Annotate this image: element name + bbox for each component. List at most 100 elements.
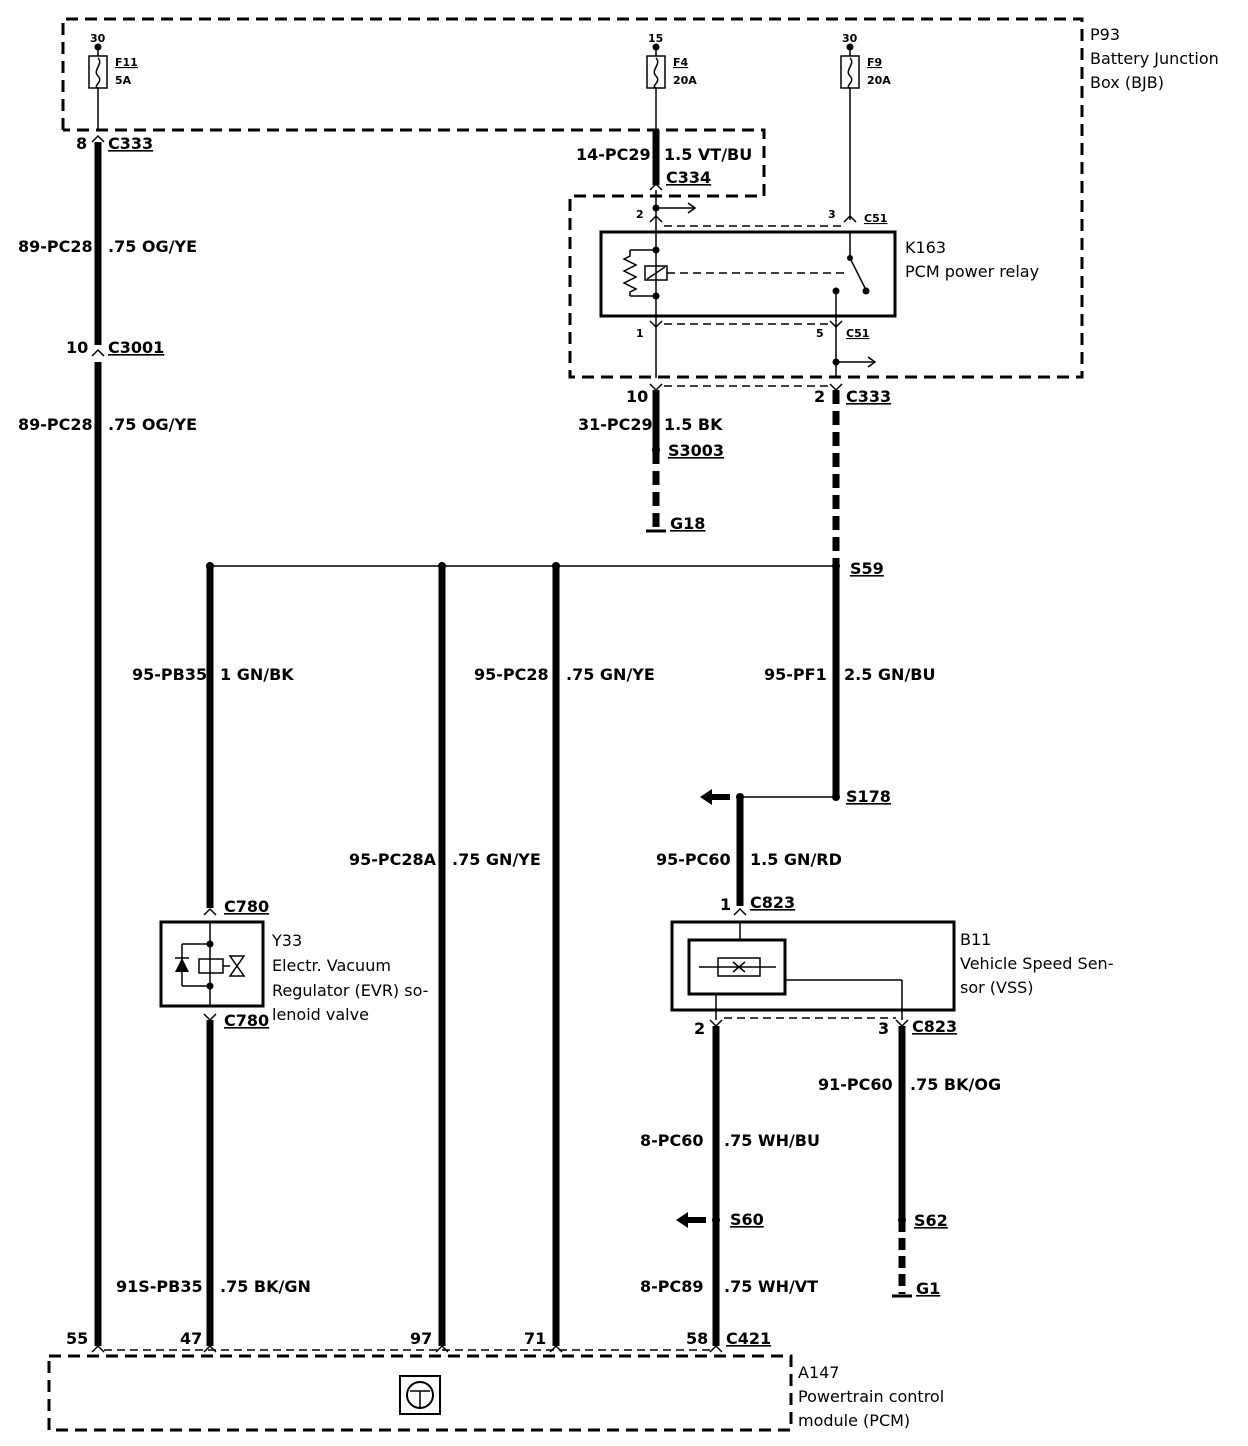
wire-91s-spec: .75 BK/GN — [220, 1277, 311, 1296]
c823-bot-label: C823 — [912, 1017, 957, 1036]
wire-95pf-spec: 2.5 GN/BU — [844, 665, 935, 684]
wire-89b-circuit: 89-PC28 — [18, 415, 93, 434]
relay-label: PCM power relay — [905, 262, 1039, 281]
wire-91s-circuit: 91S-PB35 — [116, 1277, 203, 1296]
relay-id: K163 — [905, 238, 946, 257]
pcm-id: A147 — [798, 1363, 839, 1382]
s178-arrow — [700, 789, 730, 805]
c421-pin-58: 58 — [686, 1329, 708, 1348]
c333-pin-8: 8 — [76, 134, 87, 153]
c421-pin-55: 55 — [66, 1329, 88, 1348]
c421-pin-97: 97 — [410, 1329, 432, 1348]
wire-8pc89-circuit: 8-PC89 — [640, 1277, 704, 1296]
fuse-f4-name: F4 — [673, 56, 689, 69]
c51-bot-label: C51 — [846, 327, 869, 340]
vss-id: B11 — [960, 930, 991, 949]
wire-95pb-spec: 1 GN/BK — [220, 665, 294, 684]
vss-sensor — [687, 922, 903, 1020]
fuse-f4-rating: 20A — [673, 74, 697, 87]
wire-95a-circuit: 95-PC28A — [349, 850, 437, 869]
c3001-label: C3001 — [108, 338, 164, 357]
bjb-outline — [61, 17, 1084, 379]
pcm-label-2: module (PCM) — [798, 1411, 910, 1430]
c823-top-pin: 1 — [720, 895, 731, 914]
fuse-f11: 30 F11 5A — [88, 32, 138, 130]
wire-91pc60-spec: .75 BK/OG — [910, 1075, 1001, 1094]
c3001-pin: 10 — [66, 338, 88, 357]
splice-s3003: S3003 — [668, 441, 724, 460]
c333-b-pin-left: 10 — [626, 387, 648, 406]
c333-b-label: C333 — [846, 387, 891, 406]
pcm-outline — [47, 1354, 793, 1432]
splice-s62: S62 — [914, 1211, 948, 1230]
c823-bot-pin-left: 2 — [694, 1019, 705, 1038]
bjb-label-2: Box (BJB) — [1090, 73, 1164, 92]
s60-arrow — [676, 1212, 706, 1228]
wire-95pb-circuit: 95-PB35 — [132, 665, 207, 684]
splice-s178: S178 — [846, 787, 891, 806]
bjb-id: P93 — [1090, 25, 1120, 44]
c421-connector — [91, 1344, 723, 1353]
evr-label-2: Regulator (EVR) so- — [272, 981, 428, 1000]
fuse-f9-name: F9 — [867, 56, 882, 69]
fuse-f4: 15 F4 20A — [646, 32, 697, 130]
wire-89-pc28 — [91, 134, 105, 1346]
fuse-f9: 30 F9 20A — [840, 32, 891, 220]
wire-89b-spec: .75 OG/YE — [108, 415, 197, 434]
c823-top-label: C823 — [750, 893, 795, 912]
c421-label: C421 — [726, 1329, 771, 1348]
pcm-module-icon — [399, 1375, 441, 1415]
c421-pin-47: 47 — [180, 1329, 202, 1348]
wire-8pc89-spec: .75 WH/VT — [724, 1277, 818, 1296]
wire-95pc-spec: .75 GN/YE — [566, 665, 655, 684]
wire-14-spec: 1.5 VT/BU — [664, 145, 752, 164]
wire-95pc-circuit: 95-PC28 — [474, 665, 549, 684]
relay-pin-1: 1 — [636, 327, 644, 340]
wire-95pf-circuit: 95-PF1 — [764, 665, 827, 684]
fuse-f4-term: 15 — [648, 32, 663, 45]
evr-id: Y33 — [271, 931, 302, 950]
wire-8pc60-spec: .75 WH/BU — [724, 1131, 820, 1150]
fuse-f11-rating: 5A — [115, 74, 132, 87]
c333-label-a: C333 — [108, 134, 153, 153]
ground-g1: G1 — [916, 1279, 940, 1298]
vss-label-2: sor (VSS) — [960, 978, 1034, 997]
evr-label-3: lenoid valve — [272, 1005, 369, 1024]
wire-95pc60-spec: 1.5 GN/RD — [750, 850, 842, 869]
fuse-f11-term: 30 — [90, 32, 106, 45]
bjb-label-1: Battery Junction — [1090, 49, 1219, 68]
c51-top-pin: 3 — [828, 208, 836, 221]
splice-s60: S60 — [730, 1210, 764, 1229]
c780-top-label: C780 — [224, 897, 269, 916]
wire-95pc60-circuit: 95-PC60 — [656, 850, 731, 869]
c51-top-label: C51 — [864, 212, 887, 225]
evr-label-1: Electr. Vacuum — [272, 956, 391, 975]
fuse-f11-name: F11 — [115, 56, 138, 69]
c334-label: C334 — [666, 168, 711, 187]
wire-8pc60-circuit: 8-PC60 — [640, 1131, 704, 1150]
relay-switch — [832, 232, 870, 316]
c780-bot-label: C780 — [224, 1011, 269, 1030]
evr-symbol — [175, 922, 246, 1006]
c421-pin-71: 71 — [524, 1329, 546, 1348]
wire-14-circuit: 14-PC29 — [576, 145, 651, 164]
ground-g18: G18 — [670, 514, 705, 533]
wire-31-circuit: 31-PC29 — [578, 415, 653, 434]
fuse-f9-rating: 20A — [867, 74, 891, 87]
vss-label-1: Vehicle Speed Sen- — [960, 954, 1113, 973]
splice-s59: S59 — [850, 559, 884, 578]
relay-k163-box — [599, 230, 897, 318]
wire-91pc60-circuit: 91-PC60 — [818, 1075, 893, 1094]
c823-bot-pin-right: 3 — [878, 1019, 889, 1038]
wire-95a-spec: .75 GN/YE — [452, 850, 541, 869]
pcm-label-1: Powertrain control — [798, 1387, 944, 1406]
relay-pin-2: 2 — [636, 208, 644, 221]
relay-coil — [622, 232, 848, 316]
c333-b-pin-right: 2 — [814, 387, 825, 406]
wire-89a-circuit: 89-PC28 — [18, 237, 93, 256]
c51-bot-pin: 5 — [816, 327, 824, 340]
fuse-f9-term: 30 — [842, 32, 858, 45]
evr-box — [159, 920, 265, 1008]
